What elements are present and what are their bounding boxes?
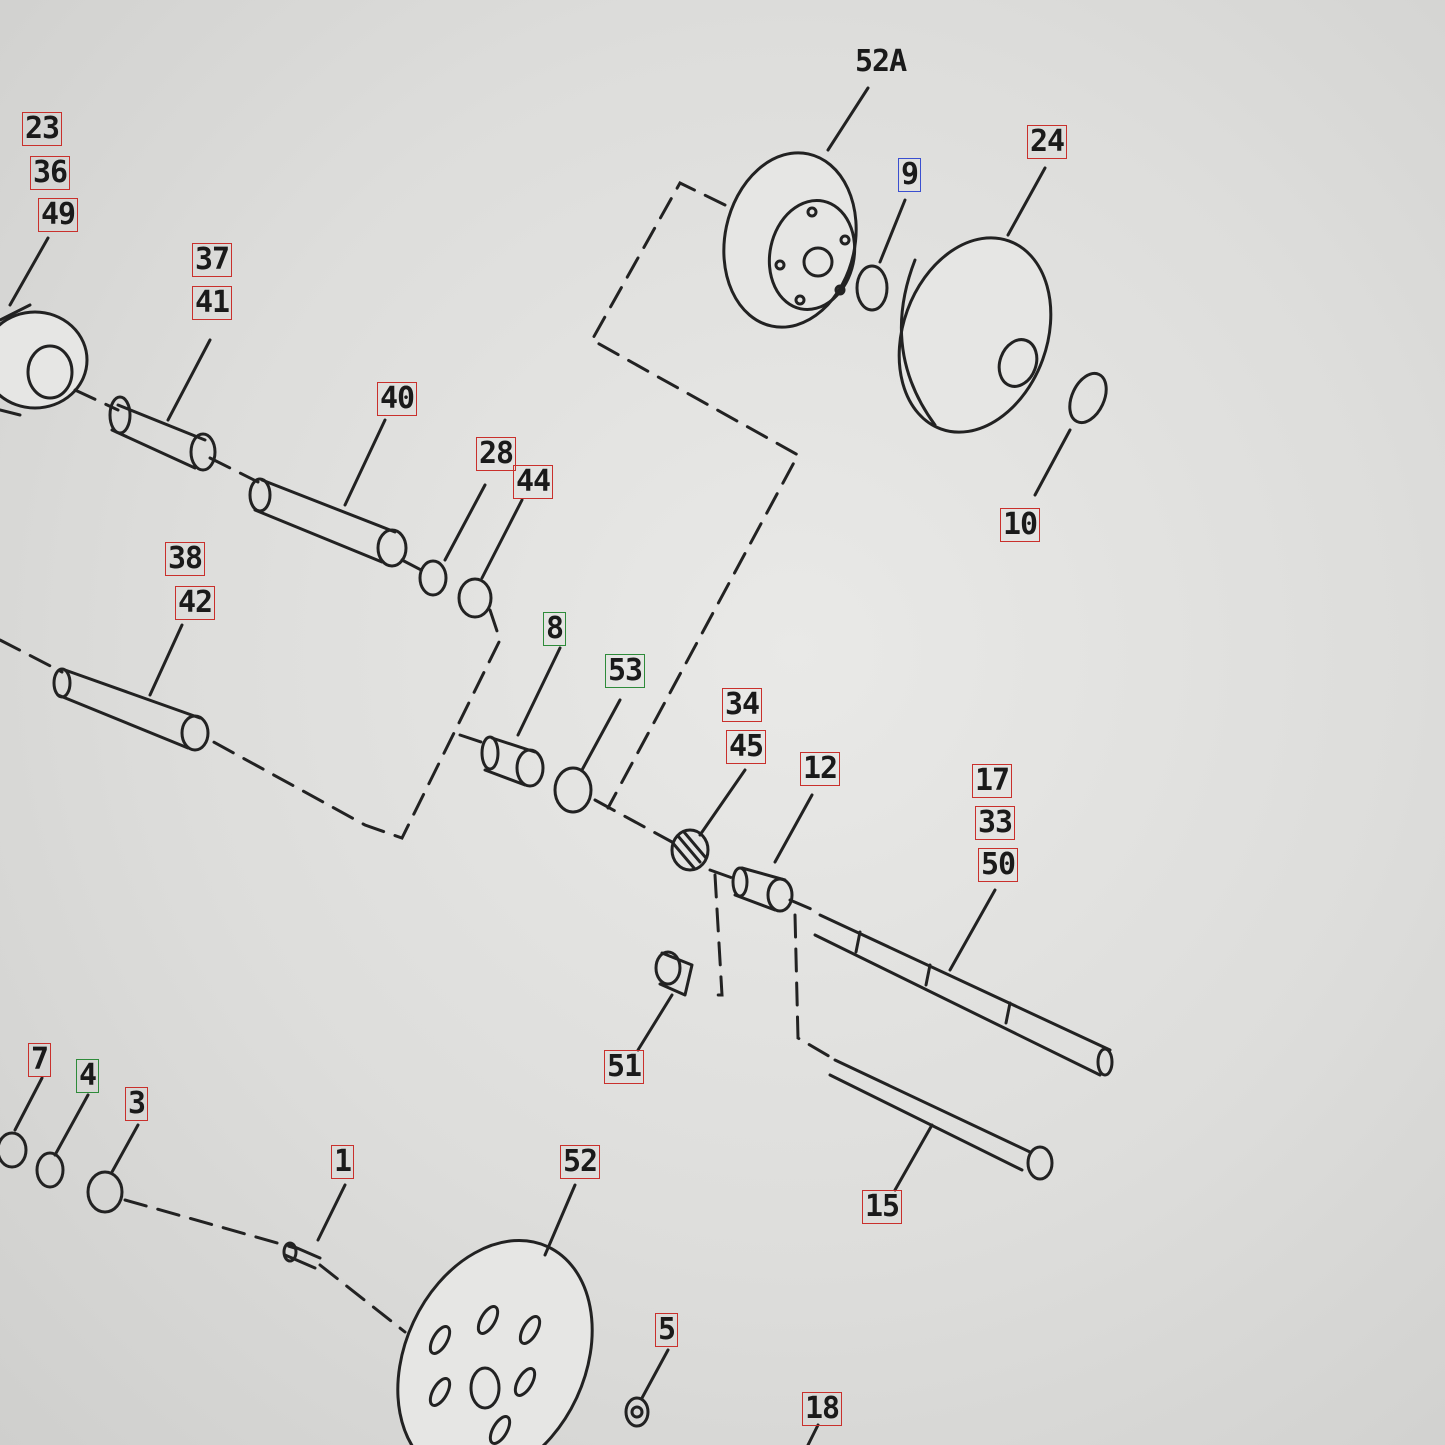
part-4-washer: [35, 1151, 65, 1189]
part-37-shaft: [108, 395, 217, 472]
callout-10: 10: [1000, 508, 1041, 542]
leader-7: [13, 1076, 44, 1132]
callout-17: 17: [972, 764, 1013, 798]
callout-51: 51: [604, 1050, 645, 1084]
callout-37: 37: [192, 243, 233, 277]
part-38-tube: [52, 667, 210, 752]
leader-24: [1006, 166, 1047, 237]
part-7-nut: [0, 1131, 28, 1169]
callout-53: 53: [605, 654, 646, 688]
part-12-sleeve: [731, 866, 794, 913]
callout-34: 34: [722, 688, 763, 722]
leader-51: [636, 993, 674, 1052]
callout-52a: 52A: [855, 44, 907, 79]
leader-9: [878, 198, 907, 264]
leader-52a: [826, 86, 870, 152]
callout-45: 45: [726, 730, 767, 764]
part-52a-pulley: [722, 151, 858, 329]
callout-18: 18: [802, 1392, 843, 1426]
callout-49: 49: [38, 198, 79, 232]
callout-5: 5: [655, 1313, 679, 1347]
leader-18: [806, 1423, 820, 1445]
part-10-snap-ring: [1068, 371, 1108, 425]
part-44-washer: [457, 577, 493, 619]
leader-15: [893, 1123, 934, 1192]
callout-12: 12: [800, 752, 841, 786]
part-17-long-shaft: [813, 913, 1114, 1077]
part-15-bolt: [828, 1058, 1054, 1181]
callout-1: 1: [331, 1145, 355, 1179]
callout-42: 42: [175, 586, 216, 620]
callout-4: 4: [76, 1059, 100, 1093]
part-8-spacer: [480, 735, 545, 788]
callout-3: 3: [125, 1087, 149, 1121]
part-34-threaded-bushing: [670, 828, 710, 872]
callout-7: 7: [28, 1043, 52, 1077]
leader-17: [948, 888, 997, 972]
leader-34: [698, 768, 747, 837]
leader-23: [8, 236, 50, 307]
leader-1: [316, 1183, 347, 1242]
part-9-ring: [855, 264, 889, 312]
callout-24: 24: [1027, 125, 1068, 159]
callout-28: 28: [476, 437, 517, 471]
callout-8: 8: [543, 612, 567, 646]
leader-28: [443, 483, 487, 562]
callout-50: 50: [978, 848, 1019, 882]
assembly-lines: [0, 181, 834, 1334]
leader-53: [580, 698, 622, 772]
callout-33: 33: [975, 806, 1016, 840]
callout-36: 36: [30, 156, 71, 190]
leader-37: [166, 338, 212, 422]
leader-10: [1033, 428, 1072, 497]
part-52-disc: [396, 1238, 594, 1445]
callout-9: 9: [898, 158, 922, 192]
part-24-cover: [897, 236, 1053, 434]
leader-52: [543, 1183, 577, 1257]
leader-44: [480, 498, 524, 580]
part-51-plug: [654, 950, 694, 997]
part-3-washer: [86, 1170, 124, 1214]
leader-3: [110, 1123, 140, 1174]
part-28-washer: [418, 559, 448, 597]
leader-40: [343, 418, 387, 507]
leader-4: [53, 1093, 90, 1157]
leader-5: [640, 1348, 670, 1400]
part-53-washer: [553, 766, 593, 814]
leader-12: [773, 793, 814, 864]
part-40-bushing: [248, 477, 408, 568]
callout-52: 52: [560, 1145, 601, 1179]
callout-41: 41: [192, 286, 233, 320]
leader-38: [148, 623, 184, 697]
callout-40: 40: [377, 382, 418, 416]
leader-8: [516, 646, 562, 737]
callout-15: 15: [862, 1190, 903, 1224]
part-23-hub: [0, 303, 89, 417]
callout-44: 44: [513, 465, 554, 499]
part-5-nut: [624, 1396, 650, 1428]
callout-38: 38: [165, 542, 206, 576]
callout-23: 23: [22, 112, 63, 146]
